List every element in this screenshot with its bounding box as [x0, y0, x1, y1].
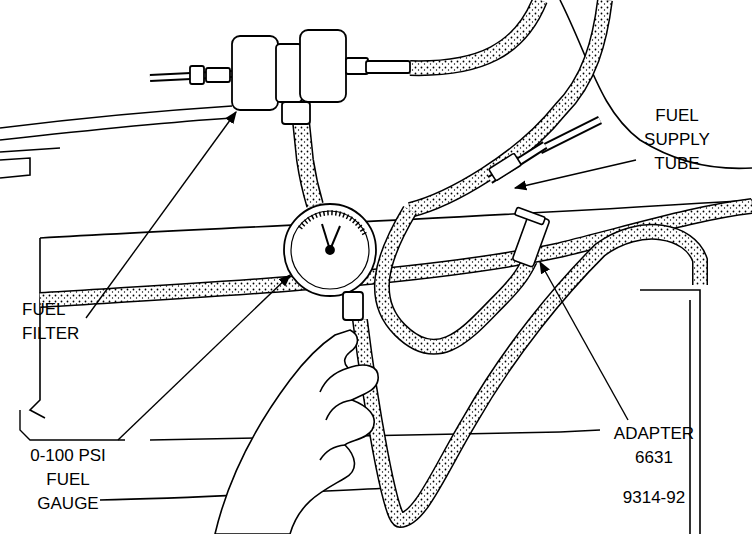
part-label: ADAPTER 6631: [606, 422, 702, 470]
figure-number: 9314-92: [606, 486, 702, 510]
part-label: FUEL FILTER: [22, 298, 88, 346]
part-label: FUEL SUPPLY TUBE: [628, 104, 726, 176]
fuel-hoses: [40, 0, 752, 520]
fuel-supply-tube-and-adapter: [489, 120, 600, 267]
fuel-pressure-gauge: [284, 204, 376, 320]
leader-lines: [20, 112, 636, 440]
hand: [215, 330, 378, 534]
fuel-filter: [150, 30, 410, 124]
part-label: 0-100 PSI FUEL GAUGE: [16, 444, 120, 516]
